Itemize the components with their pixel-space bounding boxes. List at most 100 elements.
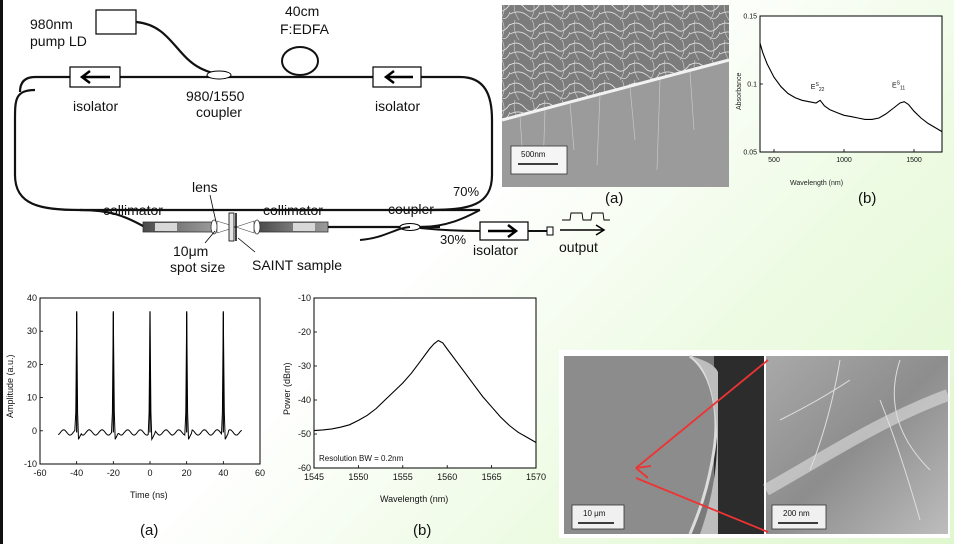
x-tick-label: 40 [218,468,228,478]
collimator-left [142,221,214,233]
spectrum-annotation: Resolution BW = 0.2nm [319,454,404,463]
sem-top-scale: 500nm [521,150,546,159]
x-tick-label: 1500 [906,157,922,164]
y-tick-label: 20 [27,359,37,369]
y-tick-label: 0.05 [743,149,757,156]
y-tick-label: -20 [298,327,311,337]
y-tick-label: -40 [298,395,311,405]
arrow-right-icon [488,224,519,238]
x-tick-label: 1555 [393,472,413,482]
slide-left-border [0,0,3,544]
spectrum-xlabel: Wavelength (nm) [380,494,448,504]
y-tick-label: 0.15 [743,13,757,20]
sem-bottom-scalebox-left [571,504,625,530]
ring-fiber-right [35,75,494,212]
x-tick-label: 1550 [348,472,368,482]
x-tick-label: -40 [70,468,83,478]
pulse-ylabel: Amplitude (a.u.) [5,354,15,418]
pct-30-label: 30% [440,232,466,247]
zoom-line-top [635,359,769,469]
sem-bottom-scale-left: 10 μm [583,509,606,518]
sem-bottom-scale-right: 200 nm [783,509,810,518]
pump-ld-box [95,9,137,35]
absorbance-ylabel: Absorbance [736,73,743,110]
beam-focus [216,220,255,234]
fiber-end [564,356,715,534]
y-tick-label: 0.1 [747,81,757,88]
sample-label: SAINT sample [252,257,342,273]
pct-70-label: 70% [453,184,479,199]
coupler-980-label-2: coupler [196,104,242,120]
edfa-label-2: F:EDFA [280,21,330,37]
spectrum-series-line [313,339,537,443]
sem-top-image: 500nm (a) [501,5,730,207]
absorbance-peak-label: ES11 [892,81,905,92]
absorbance-frame [759,15,943,153]
spectrum-plot: Resolution BW = 0.2nm Wavelength (nm) Po… [282,293,546,539]
x-tick-label: 0 [147,468,152,478]
x-tick-label: 20 [182,468,192,478]
x-tick-label: 60 [255,468,265,478]
x-tick-label: 1570 [526,472,546,482]
collimator-right-label: collimator [263,202,323,218]
arrow-left-icon [79,70,110,84]
sem-top-caption: (a) [605,190,623,207]
pulse-xlabel: Time (ns) [130,490,168,500]
sem-bottom-image: 10 μm 200 nm [559,350,951,538]
spectrum-ylabel: Power (dBm) [282,362,292,415]
isolator-out-label: isolator [473,242,518,258]
spectrum-caption: (b) [413,522,431,539]
y-tick-label: -10 [24,459,37,469]
absorbance-series-line [759,43,943,133]
pulse-train-plot: Time (ns) Amplitude (a.u.) (a) -60 -40 -20… [5,293,265,539]
lens-right [253,219,261,235]
spot-label-2: spot size [170,259,225,275]
lens-label: lens [192,179,218,195]
x-tick-label: 1560 [437,472,457,482]
pump-fiber [135,20,226,76]
edfa-label-1: 40cm [285,3,319,19]
isolator-left-label: isolator [73,98,118,114]
x-tick-label: 1000 [836,157,852,164]
coupler-out-label: coupler [388,201,434,217]
saint-sample-plate [228,212,235,242]
spot-label-1: 10μm [173,243,208,259]
y-tick-label: 30 [27,326,37,336]
sem-zoom-panel [766,356,948,534]
x-tick-label: -20 [107,468,120,478]
pump-label-2: pump LD [30,33,87,49]
sem-edge [501,58,730,122]
output-arrow-icon [560,224,606,236]
x-tick-label: 1545 [304,472,324,482]
output-pulses [562,212,610,221]
ring-fiber-left [13,88,480,212]
sem-top-scalebox [510,145,568,175]
absorbance-peak-label: ES22 [811,82,825,93]
y-tick-label: -10 [298,293,311,303]
y-tick-label: -50 [298,429,311,439]
pulse-caption: (a) [140,522,158,539]
y-tick-label: -30 [298,361,311,371]
sem-bottom-scalebox-right [771,504,827,530]
x-tick-label: -60 [33,468,46,478]
spectrum-frame [313,297,537,469]
coupler-980-label-1: 980/1550 [186,88,245,104]
absorbance-xlabel: Wavelength (nm) [790,180,843,187]
fiber-laser-schematic: 980nm pump LD 40cm F:EDFA isolator 980/1… [13,3,610,275]
zoom-line-bottom [635,477,769,533]
edfa-coil [281,46,319,76]
pump-label-1: 980nm [30,16,73,32]
y-tick-label: -60 [298,463,311,473]
y-tick-label: 40 [27,293,37,303]
y-tick-label: 0 [32,426,37,436]
wdm-coupler [206,70,232,80]
isolator-right-label: isolator [375,98,420,114]
x-tick-label: 500 [768,157,780,164]
x-tick-label: 1565 [482,472,502,482]
collimator-left-label: collimator [103,202,163,218]
arrow-left-icon [383,70,413,84]
y-tick-label: 10 [27,393,37,403]
